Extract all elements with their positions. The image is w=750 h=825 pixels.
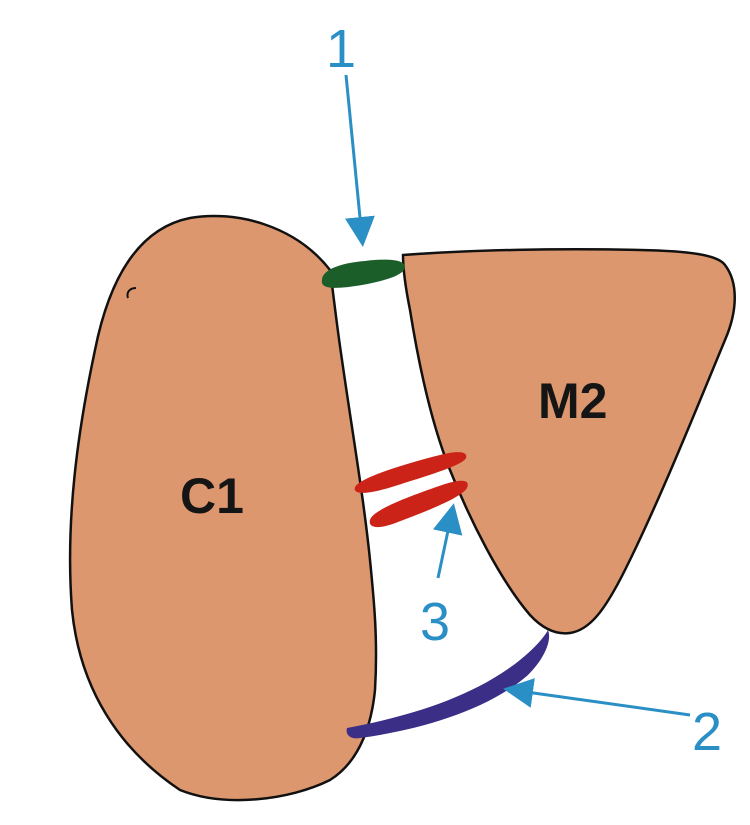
callout-3-arrow [432, 503, 463, 579]
shape-c1-label: C1 [180, 468, 244, 524]
contact-3-mark-lower [369, 480, 468, 528]
contact-1-mark [321, 259, 405, 288]
callout-1-label: 1 [326, 19, 356, 79]
callout-1-arrow [344, 74, 375, 247]
contact-3-mark-upper [354, 452, 467, 493]
shape-c1-notch [126, 287, 137, 299]
shape-c1 [68, 214, 378, 802]
shape-m2-label: M2 [538, 373, 607, 429]
callout-2-label: 2 [692, 702, 722, 762]
callout-3-label: 3 [420, 592, 450, 652]
callout-2-arrow [503, 678, 691, 717]
shape-m2 [401, 247, 736, 635]
